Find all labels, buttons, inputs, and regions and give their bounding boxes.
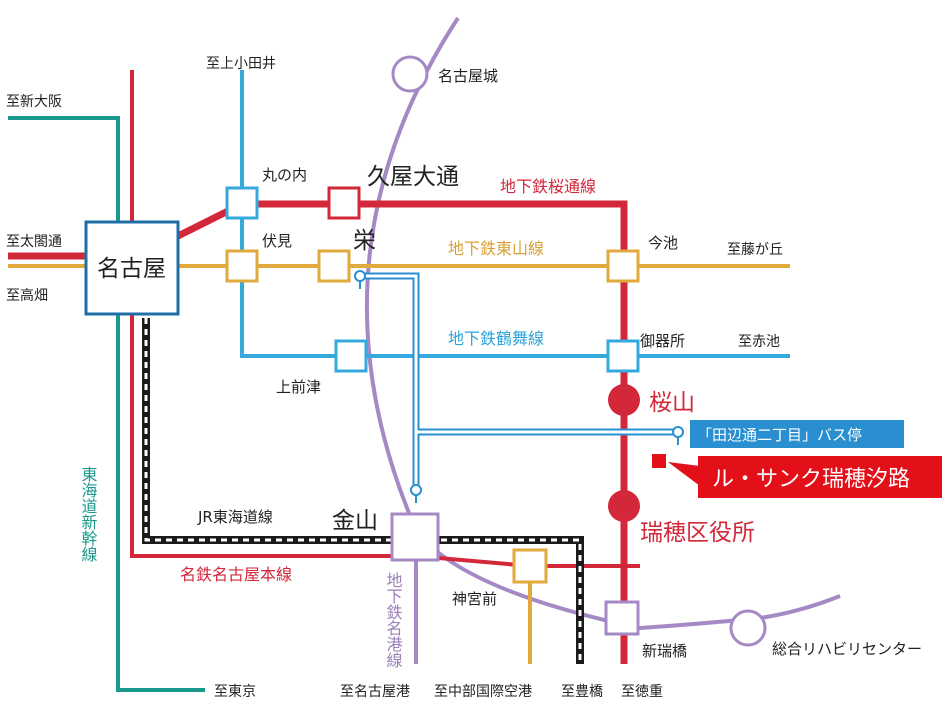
sogo-rehab-station[interactable] bbox=[729, 609, 767, 647]
gokiso-station[interactable] bbox=[606, 339, 640, 373]
dir-fujigaoka: 至藤が丘 bbox=[727, 242, 783, 258]
jingumae-station[interactable] bbox=[512, 548, 548, 584]
tsurumai-line bbox=[240, 70, 790, 358]
bus-stop-label-box bbox=[690, 420, 904, 448]
nagoyajo-label: 名古屋城 bbox=[438, 67, 498, 85]
kanayama-label: 金山 bbox=[332, 508, 378, 534]
jingumae-label: 神宮前 bbox=[452, 590, 497, 608]
fushimi-label: 伏見 bbox=[262, 232, 292, 250]
bus-stop-label: 「田辺通二丁目」バス停 bbox=[697, 426, 862, 444]
nagoyajo-station[interactable] bbox=[391, 55, 429, 93]
kanayama-station[interactable] bbox=[390, 512, 440, 562]
meitetsu-line bbox=[130, 70, 640, 568]
gokiso-label: 御器所 bbox=[640, 332, 685, 350]
imaike-label: 今池 bbox=[648, 234, 678, 252]
meitetsu-line-label: 名鉄名古屋本線 bbox=[180, 565, 292, 584]
tsurumai-line-label: 地下鉄鶴舞線 bbox=[448, 329, 544, 348]
nagoya-label: 名古屋 bbox=[97, 256, 166, 282]
dir-taikodori: 至太閤通 bbox=[6, 234, 62, 250]
imaike-station[interactable] bbox=[606, 249, 640, 283]
property-callout-text: ル・サンク瑞穂汐路 bbox=[712, 467, 910, 492]
nagoya-station[interactable] bbox=[84, 220, 180, 316]
property-callout-pointer bbox=[668, 462, 700, 486]
meiko-line-label: 地下鉄名港線 bbox=[384, 572, 403, 668]
shinkansen-line bbox=[8, 116, 205, 692]
fushimi-station[interactable] bbox=[225, 249, 259, 283]
bus-pin-tanabe bbox=[672, 426, 684, 445]
dir-shin-osaka: 至新大阪 bbox=[6, 94, 62, 110]
marunouchi-label: 丸の内 bbox=[262, 166, 307, 184]
dir-akaike: 至赤池 bbox=[738, 334, 780, 350]
sakurayama-station[interactable] bbox=[608, 384, 640, 416]
hisaya-odori-label: 久屋大通 bbox=[367, 164, 459, 190]
jr-tokaido-line-inner bbox=[144, 318, 582, 664]
kamimaezu-station[interactable] bbox=[334, 339, 368, 373]
jr-tokaido-line-label: JR東海道線 bbox=[197, 508, 273, 526]
dir-kamiotai: 至上小田井 bbox=[206, 56, 276, 72]
sakurayama-label: 桜山 bbox=[649, 390, 695, 416]
higashiyama-line-label: 地下鉄東山線 bbox=[448, 239, 544, 258]
mizuho-kuyakusho-label: 瑞穂区役所 bbox=[640, 520, 755, 546]
sakae-station[interactable] bbox=[317, 249, 351, 283]
property-callout-box bbox=[698, 456, 942, 498]
dir-tokushige: 至徳重 bbox=[621, 684, 663, 700]
dir-toyohashi: 至豊橋 bbox=[561, 684, 603, 700]
shin-mizuhobashi-station[interactable] bbox=[604, 600, 640, 636]
shinkansen-line-label: 東海道新幹線 bbox=[79, 466, 98, 562]
dir-chubu-airport: 至中部国際空港 bbox=[434, 684, 532, 700]
sogo-rehab-label: 総合リハビリセンター bbox=[772, 640, 922, 658]
shin-mizuhobashi-label: 新瑞橋 bbox=[642, 642, 687, 660]
bus-route-inner bbox=[360, 274, 674, 488]
bus-pin-kanayama bbox=[410, 484, 422, 503]
marunouchi-station[interactable] bbox=[225, 186, 259, 220]
dir-nagoyako: 至名古屋港 bbox=[340, 684, 410, 700]
dir-takabata: 至高畑 bbox=[6, 287, 48, 304]
sakuradori-line-label: 地下鉄桜通線 bbox=[500, 177, 596, 196]
property-marker bbox=[652, 454, 666, 468]
mizuho-kuyakusho-station[interactable] bbox=[608, 490, 640, 522]
bus-pin-sakae bbox=[354, 270, 366, 289]
dir-tokyo: 至東京 bbox=[214, 684, 256, 700]
sakae-label: 栄 bbox=[353, 228, 376, 254]
kamimaezu-label: 上前津 bbox=[276, 378, 321, 396]
hisaya-odori-station[interactable] bbox=[327, 186, 361, 220]
